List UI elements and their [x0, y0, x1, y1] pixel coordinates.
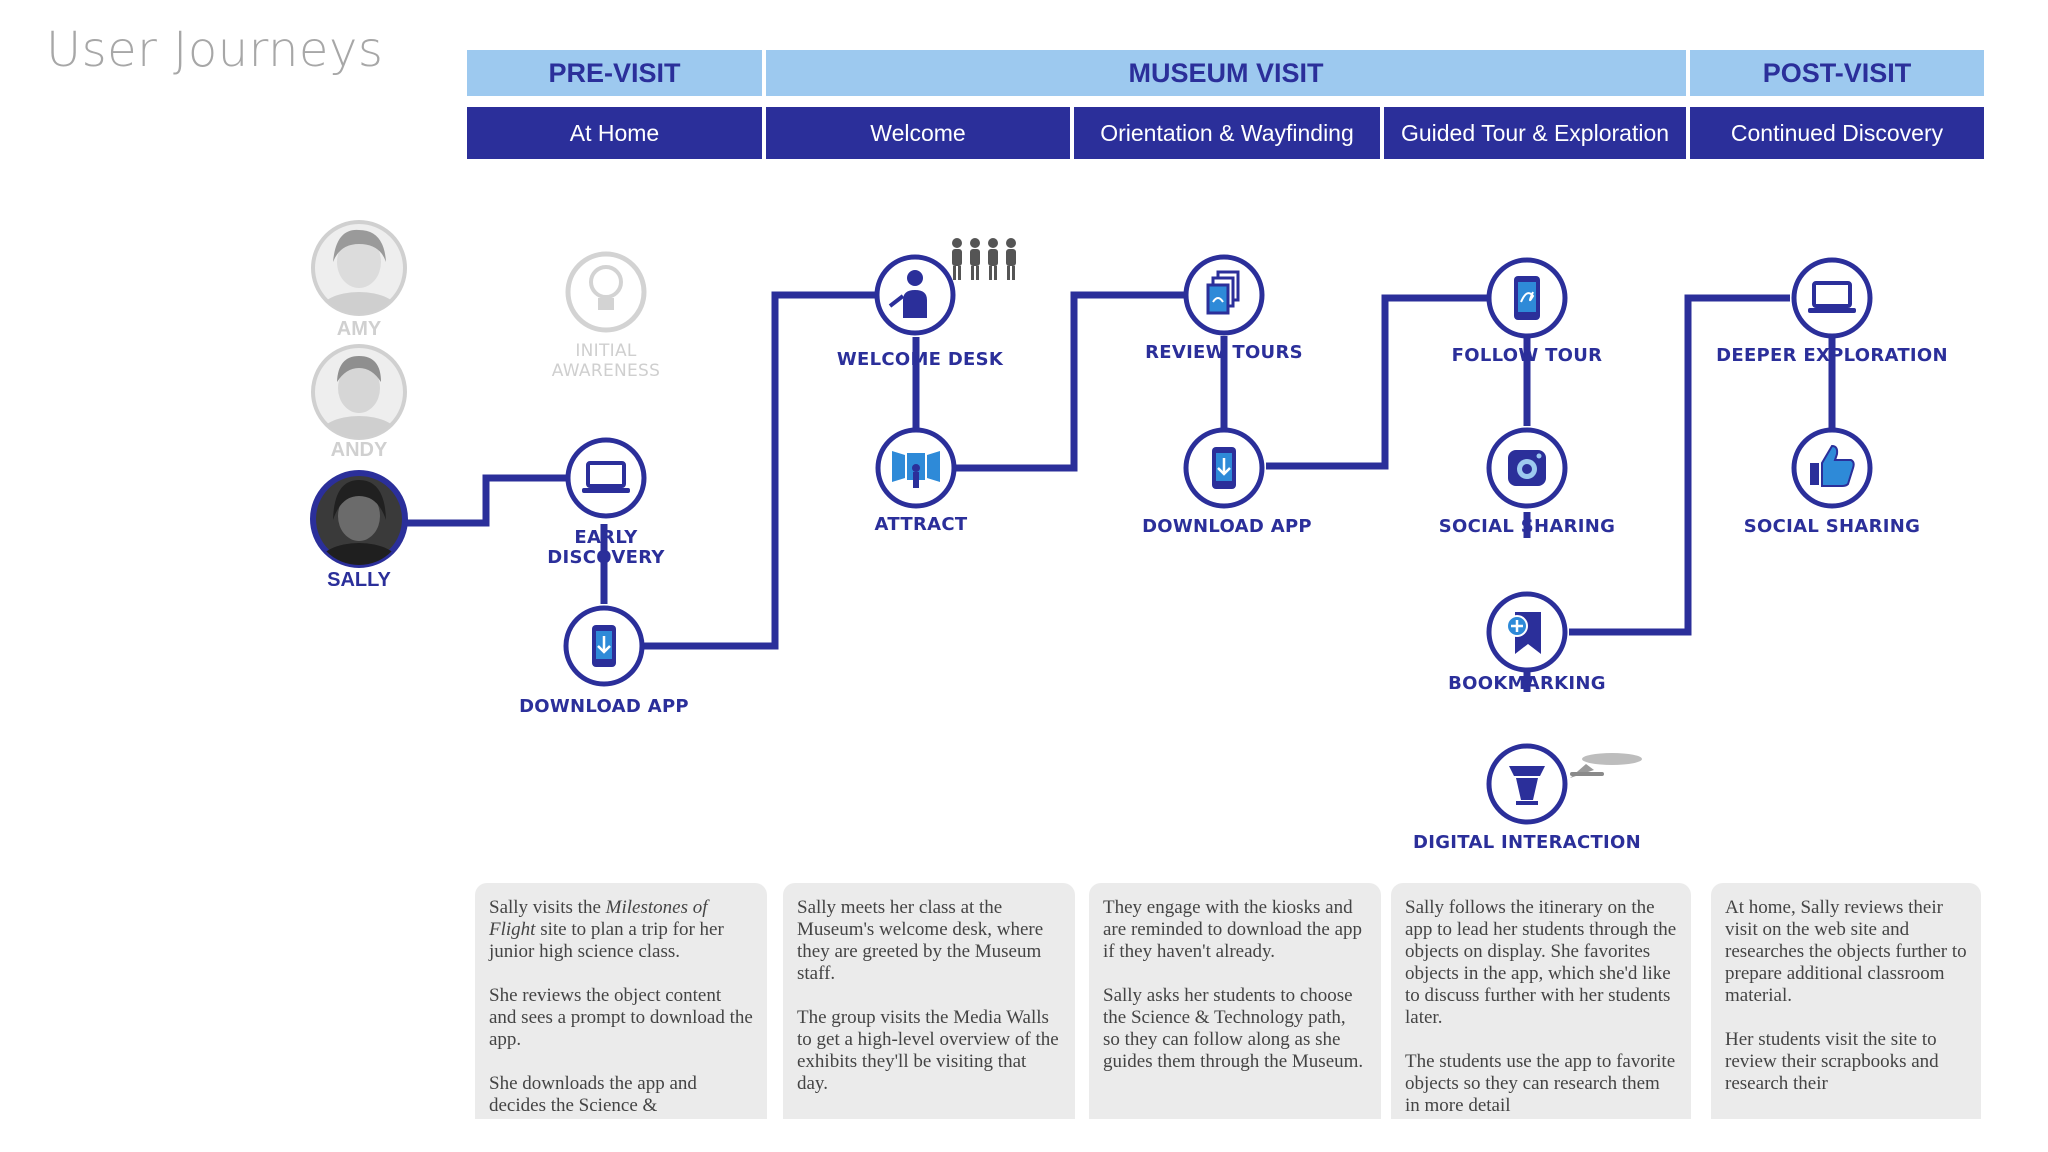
media-wall-icon — [875, 427, 957, 509]
laptop-icon — [565, 437, 647, 519]
camera-icon — [1486, 427, 1568, 509]
phase-museum-visit: MUSEUM VISIT — [766, 50, 1686, 96]
description-paragraph: At home, Sally reviews their visit on th… — [1725, 897, 1967, 1006]
node-label-initial-awareness-line1: INITIAL — [575, 341, 637, 361]
stage-at-home: At Home — [467, 107, 762, 159]
kiosk-icon — [1486, 743, 1568, 825]
description-card-continued-discovery: At home, Sally reviews their visit on th… — [1711, 883, 1981, 1119]
stage-orientation-wayfinding: Orientation & Wayfinding — [1074, 107, 1380, 159]
node-label-social-sharing-2: SOCIAL SHARING — [1743, 516, 1921, 537]
description-paragraph: They engage with the kiosks and are remi… — [1103, 897, 1363, 962]
node-label-welcome-desk: WELCOME DESK — [836, 349, 1004, 370]
thumbs-up-icon — [1791, 427, 1873, 509]
description-paragraph: The group visits the Media Walls to get … — [797, 1007, 1059, 1094]
node-label-follow-tour: FOLLOW TOUR — [1451, 345, 1603, 366]
spaceship-icon — [1570, 753, 1642, 778]
description-paragraph: Sally meets her class at the Museum's we… — [797, 897, 1044, 984]
avatar-andy — [311, 344, 407, 440]
avatar-amy — [311, 220, 407, 316]
description-paragraph: Sally visits the Milestones of Flight si… — [489, 897, 724, 962]
avatar-sally — [310, 470, 408, 568]
person-pointing-icon — [874, 254, 956, 336]
node-label-early-discovery: EARLY DISCOVERY — [526, 528, 686, 568]
stage-continued-discovery: Continued Discovery — [1690, 107, 1984, 159]
phase-pre-visit: PRE-VISIT — [467, 50, 762, 96]
node-label-initial-awareness-line2: AWARENESS — [551, 361, 661, 381]
lightbulb-icon — [565, 251, 647, 333]
persona-label-amy: AMY — [336, 318, 382, 340]
laptop-icon — [1791, 257, 1873, 339]
description-paragraph: Her students visit the site to review th… — [1725, 1029, 1939, 1094]
phone-download-icon — [563, 605, 645, 687]
page-title: User Journeys — [46, 22, 384, 78]
description-card-welcome: Sally meets her class at the Museum's we… — [783, 883, 1075, 1119]
tour-pages-icon — [1183, 254, 1265, 336]
stage-welcome: Welcome — [766, 107, 1070, 159]
description-card-guided-tour: Sally follows the itinerary on the app t… — [1391, 883, 1691, 1119]
phone-download-icon — [1183, 427, 1265, 509]
node-label-early-discovery-line1: EARLY — [574, 527, 638, 548]
stage-guided-tour-exploration: Guided Tour & Exploration — [1384, 107, 1686, 159]
node-label-review-tours: REVIEW TOURS — [1145, 342, 1303, 363]
description-card-orientation: They engage with the kiosks and are remi… — [1089, 883, 1381, 1119]
node-label-digital-interaction: DIGITAL INTERACTION — [1412, 832, 1642, 853]
group-of-people-icon — [952, 238, 1016, 280]
node-label-social-sharing-1: SOCIAL SHARING — [1438, 516, 1616, 537]
phase-post-visit: POST-VISIT — [1690, 50, 1984, 96]
description-paragraph: She downloads the app and decides the Sc… — [489, 1073, 697, 1116]
bookmark-icon — [1486, 591, 1568, 673]
description-paragraph: Sally follows the itinerary on the app t… — [1405, 897, 1677, 1028]
description-card-at-home: Sally visits the Milestones of Flight si… — [475, 883, 767, 1119]
node-label-download-app-2: DOWNLOAD APP — [1142, 516, 1312, 537]
node-label-download-app-1: DOWNLOAD APP — [519, 696, 689, 717]
phone-route-icon — [1486, 257, 1568, 339]
description-paragraph: She reviews the object content and sees … — [489, 985, 753, 1050]
persona-label-sally: SALLY — [327, 569, 391, 591]
site-name: Milestones of Flight — [489, 897, 708, 940]
node-label-initial-awareness: INITIAL AWARENESS — [526, 341, 686, 381]
persona-label-andy: ANDY — [330, 439, 388, 461]
node-label-early-discovery-line2: DISCOVERY — [547, 547, 665, 568]
node-label-bookmarking: BOOKMARKING — [1448, 673, 1606, 694]
node-label-attract: ATTRACT — [874, 514, 968, 535]
description-paragraph: The students use the app to favorite obj… — [1405, 1051, 1676, 1116]
node-label-deeper-exploration: DEEPER EXPLORATION — [1716, 345, 1948, 366]
description-paragraph: Sally asks her students to choose the Sc… — [1103, 985, 1364, 1072]
